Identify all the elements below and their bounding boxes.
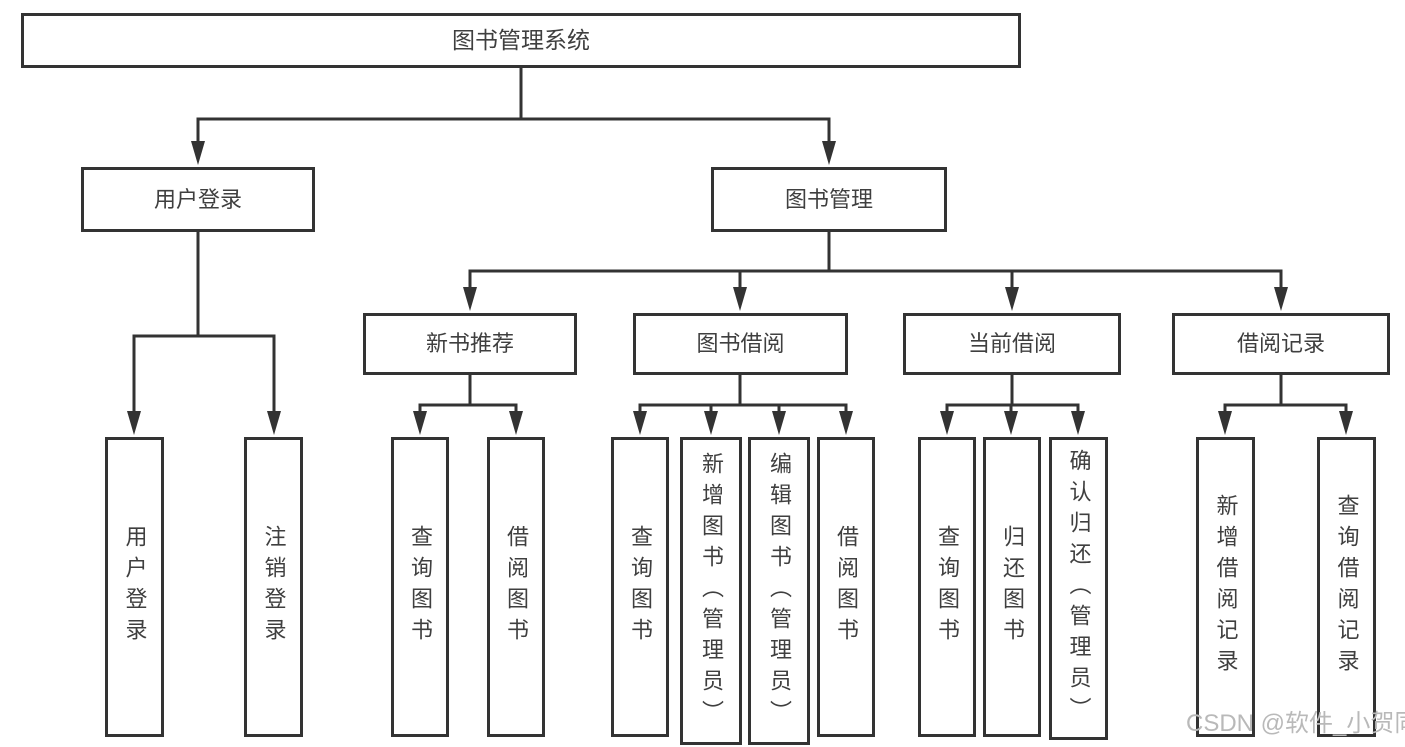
leaf-current-return-books: 归还图书: [983, 437, 1041, 737]
leaf-current-confirm-return-admin: 确认归还（管理员）: [1049, 437, 1108, 740]
node-book-borrowing: 图书借阅: [633, 313, 848, 375]
leaf-user-login: 用户登录: [105, 437, 164, 737]
arrowhead-icon: [633, 411, 647, 435]
leaf-label: 查询图书: [408, 525, 433, 649]
leaf-label: 归还图书: [1000, 525, 1025, 649]
arrowhead-icon: [1004, 411, 1018, 435]
connector-root-to-level2: [196, 66, 831, 147]
leaf-logout: 注销登录: [244, 437, 303, 737]
arrowheads: [127, 141, 1353, 435]
leaf-borrowing-add-books-admin: 新增图书（管理员）: [680, 437, 742, 745]
leaf-label: 查询图书: [628, 525, 653, 649]
leaf-label: 借阅图书: [834, 525, 859, 649]
arrowhead-icon: [463, 287, 477, 311]
connector-user-login-to-children: [132, 230, 276, 417]
connector-records-to-children: [1223, 373, 1348, 417]
leaf-label: 查询借阅记录: [1334, 494, 1360, 680]
leaf-label: 新增图书（管理员）: [699, 451, 724, 731]
arrowhead-icon: [1005, 287, 1019, 311]
arrowhead-icon: [733, 287, 747, 311]
node-label: 新书推荐: [425, 331, 514, 356]
leaf-borrowing-borrow-books: 借阅图书: [817, 437, 875, 737]
arrowhead-icon: [704, 411, 718, 435]
node-label: 图书借阅: [696, 331, 785, 356]
arrowhead-icon: [191, 141, 205, 165]
leaf-label: 编辑图书（管理员）: [767, 451, 792, 731]
watermark: CSDN @软件_小贺同学: [1186, 710, 1405, 737]
arrowhead-icon: [267, 411, 281, 435]
leaf-records-add-record: 新增借阅记录: [1196, 437, 1255, 737]
connector-current-to-children: [945, 373, 1080, 417]
connector-book-mgmt-to-sections: [468, 230, 1283, 293]
connector-borrowing-to-children: [638, 373, 848, 417]
leaf-current-query-books: 查询图书: [918, 437, 976, 737]
leaf-label: 注销登录: [261, 525, 287, 649]
connector-new-books-to-children: [418, 373, 518, 417]
node-label: 图书管理: [784, 186, 873, 212]
leaf-records-query-record: 查询借阅记录: [1317, 437, 1376, 737]
leaf-label: 查询图书: [935, 525, 960, 649]
node-label: 当前借阅: [967, 331, 1056, 356]
arrowhead-icon: [1071, 411, 1085, 435]
arrowhead-icon: [772, 411, 786, 435]
node-user-login: 用户登录: [81, 167, 315, 232]
arrowhead-icon: [127, 411, 141, 435]
arrowhead-icon: [509, 411, 523, 435]
node-library-management-system: 图书管理系统: [21, 13, 1021, 68]
node-label: 借阅记录: [1236, 331, 1325, 356]
leaf-newbooks-query-books: 查询图书: [391, 437, 449, 737]
connector-paths: [132, 66, 1348, 417]
node-label: 图书管理系统: [452, 27, 590, 53]
node-label: 用户登录: [153, 186, 242, 212]
leaf-label: 借阅图书: [504, 525, 529, 649]
leaf-newbooks-borrow-books: 借阅图书: [487, 437, 545, 737]
node-book-management: 图书管理: [711, 167, 947, 232]
arrowhead-icon: [413, 411, 427, 435]
node-current-borrowing: 当前借阅: [903, 313, 1121, 375]
arrowhead-icon: [1339, 411, 1353, 435]
arrowhead-icon: [1274, 287, 1288, 311]
leaf-label: 新增借阅记录: [1213, 494, 1239, 680]
arrowhead-icon: [822, 141, 836, 165]
arrowhead-icon: [839, 411, 853, 435]
arrowhead-icon: [1218, 411, 1232, 435]
leaf-label: 确认归还（管理员）: [1066, 449, 1092, 728]
node-new-book-recommend: 新书推荐: [363, 313, 577, 375]
leaf-borrowing-query-books: 查询图书: [611, 437, 669, 737]
leaf-borrowing-edit-books-admin: 编辑图书（管理员）: [748, 437, 810, 745]
node-borrowing-records: 借阅记录: [1172, 313, 1390, 375]
leaf-label: 用户登录: [122, 525, 148, 649]
arrowhead-icon: [940, 411, 954, 435]
